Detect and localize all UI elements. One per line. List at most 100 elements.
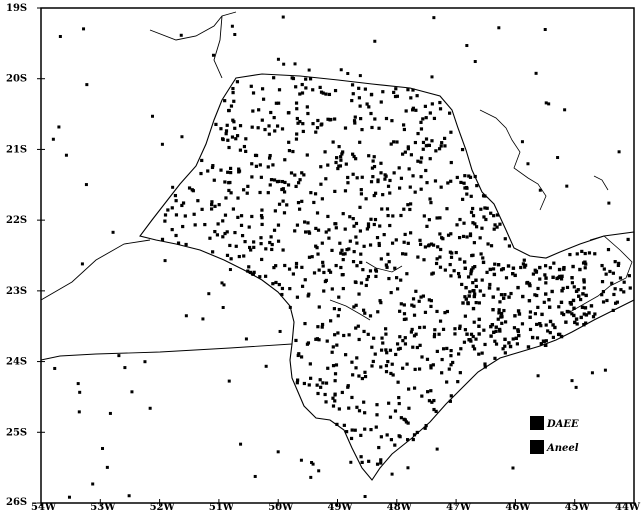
station-point — [196, 199, 200, 203]
station-point — [528, 327, 533, 332]
station-point — [522, 258, 526, 262]
station-point — [308, 77, 313, 81]
station-point — [571, 298, 576, 303]
station-point — [247, 225, 251, 229]
station-point — [274, 264, 278, 268]
station-point — [492, 272, 497, 277]
station-point — [536, 374, 540, 378]
station-point — [323, 150, 327, 154]
station-point — [520, 322, 525, 326]
station-point — [91, 482, 95, 486]
station-point — [372, 222, 376, 227]
station-point — [612, 292, 616, 297]
station-point — [257, 108, 261, 112]
station-point — [402, 317, 406, 322]
station-point — [363, 87, 367, 91]
station-point — [384, 327, 388, 331]
station-point — [267, 124, 271, 128]
station-point — [352, 250, 356, 254]
station-point — [432, 335, 436, 339]
station-point — [506, 264, 511, 268]
station-point — [359, 455, 363, 459]
station-point — [355, 356, 359, 360]
station-point — [293, 229, 297, 233]
station-point — [411, 345, 415, 349]
station-point — [360, 175, 364, 179]
station-point — [465, 235, 469, 239]
station-point — [330, 350, 334, 354]
station-point — [314, 130, 318, 134]
station-point — [333, 88, 338, 93]
station-point — [460, 282, 464, 287]
station-point — [472, 241, 476, 245]
station-point — [578, 267, 582, 272]
station-point — [440, 371, 444, 375]
station-point — [605, 298, 609, 303]
station-point — [488, 282, 492, 287]
station-point — [496, 317, 500, 321]
station-point — [273, 209, 277, 213]
station-point — [395, 287, 400, 291]
station-point — [281, 248, 285, 252]
station-point — [304, 86, 308, 90]
river-north — [213, 15, 223, 79]
state-line-north — [149, 11, 237, 41]
station-point — [416, 131, 420, 136]
station-point — [458, 326, 462, 330]
station-point — [551, 335, 555, 339]
station-point — [432, 116, 437, 121]
station-point — [389, 142, 393, 146]
station-point — [419, 160, 423, 164]
station-point — [433, 328, 437, 332]
station-point — [207, 292, 211, 296]
station-point — [318, 85, 322, 90]
station-point — [462, 221, 466, 225]
station-point — [608, 269, 612, 274]
station-point — [448, 111, 452, 115]
station-point — [352, 305, 356, 309]
station-point — [300, 91, 305, 95]
station-point — [557, 332, 562, 337]
station-point — [449, 255, 454, 259]
station-point — [317, 268, 321, 272]
station-point — [440, 236, 444, 240]
station-point — [468, 175, 473, 179]
station-point — [328, 270, 333, 274]
station-point — [228, 268, 232, 272]
station-point — [233, 32, 237, 36]
station-point — [393, 94, 398, 99]
station-point — [477, 301, 481, 305]
station-point — [361, 268, 365, 272]
station-point — [344, 162, 348, 166]
station-point — [294, 184, 298, 189]
station-point — [374, 425, 378, 429]
station-point — [375, 413, 379, 417]
station-point — [297, 352, 301, 356]
station-point — [231, 91, 235, 95]
station-point — [295, 107, 299, 111]
station-point — [291, 272, 295, 276]
station-point — [404, 109, 408, 113]
station-point — [298, 178, 302, 182]
station-point — [556, 156, 560, 160]
station-point — [339, 158, 343, 162]
station-point — [324, 230, 328, 234]
station-point — [269, 110, 273, 115]
station-point — [471, 266, 475, 270]
station-point — [334, 222, 338, 226]
station-point — [307, 68, 311, 72]
station-point — [429, 304, 433, 309]
station-point — [402, 303, 406, 307]
station-point — [350, 360, 354, 364]
station-point — [343, 126, 348, 130]
station-point — [359, 281, 364, 285]
station-point — [402, 127, 407, 132]
station-point — [565, 184, 569, 188]
station-point — [327, 92, 332, 97]
station-point — [285, 203, 289, 207]
station-point — [299, 355, 304, 359]
station-point — [406, 147, 410, 151]
station-point — [302, 173, 306, 177]
station-point — [369, 428, 373, 432]
station-point — [421, 117, 425, 121]
